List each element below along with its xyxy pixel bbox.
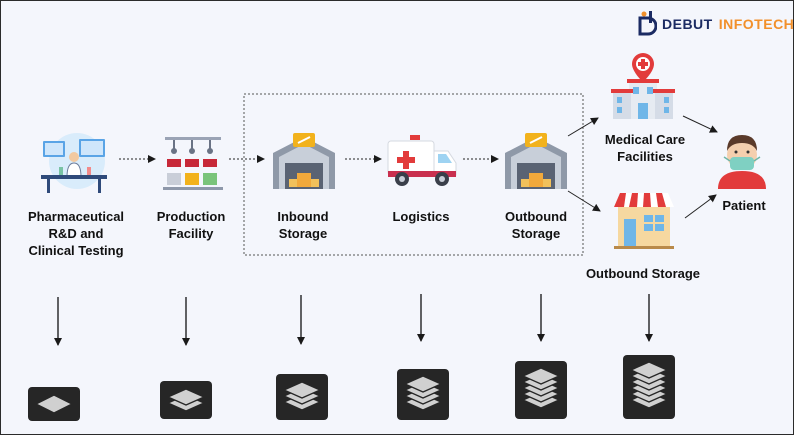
layers-stack-icon xyxy=(623,355,675,419)
node-label-rnd: Pharmaceutical R&D and Clinical Testing xyxy=(27,209,125,258)
ambulance-truck-icon xyxy=(386,133,458,189)
arrow-store-to-patient xyxy=(684,194,717,219)
layers-stack-icon xyxy=(28,387,80,421)
layers-stack-icon xyxy=(160,381,212,419)
node-label-production: Production Facility xyxy=(156,209,226,241)
brand-name-primary: DEBUT xyxy=(662,16,713,32)
factory-robot-arms-icon xyxy=(161,133,225,191)
lab-scientist-icon xyxy=(37,131,111,197)
node-label-patient: Patient xyxy=(722,198,766,213)
pharmacy-store-icon xyxy=(612,191,676,249)
node-label-outbound: Outbound Storage xyxy=(504,209,568,241)
layers-stack-icon xyxy=(276,374,328,420)
arrow-outbound-to-store xyxy=(567,190,601,212)
brand-logo: DEBUT INFOTECH xyxy=(637,11,794,37)
brand-name-secondary: INFOTECH xyxy=(718,16,794,32)
storage-group-box xyxy=(243,93,584,256)
arrow-medical-to-patient xyxy=(682,115,718,133)
layers-stack-icon xyxy=(515,361,567,419)
node-label-medical: Medical Care Facilities xyxy=(604,132,686,164)
brand-mark-icon xyxy=(637,11,657,37)
node-label-logistics: Logistics xyxy=(392,209,450,224)
warehouse-icon xyxy=(501,131,571,191)
masked-patient-icon xyxy=(714,131,770,189)
arrow-outbound-to-medical xyxy=(567,117,599,137)
warehouse-icon xyxy=(269,131,339,191)
hospital-icon xyxy=(609,51,677,121)
node-label-inbound: Inbound Storage xyxy=(277,209,329,241)
layers-stack-icon xyxy=(397,369,449,420)
node-label-outbound-store: Outbound Storage xyxy=(585,266,701,281)
